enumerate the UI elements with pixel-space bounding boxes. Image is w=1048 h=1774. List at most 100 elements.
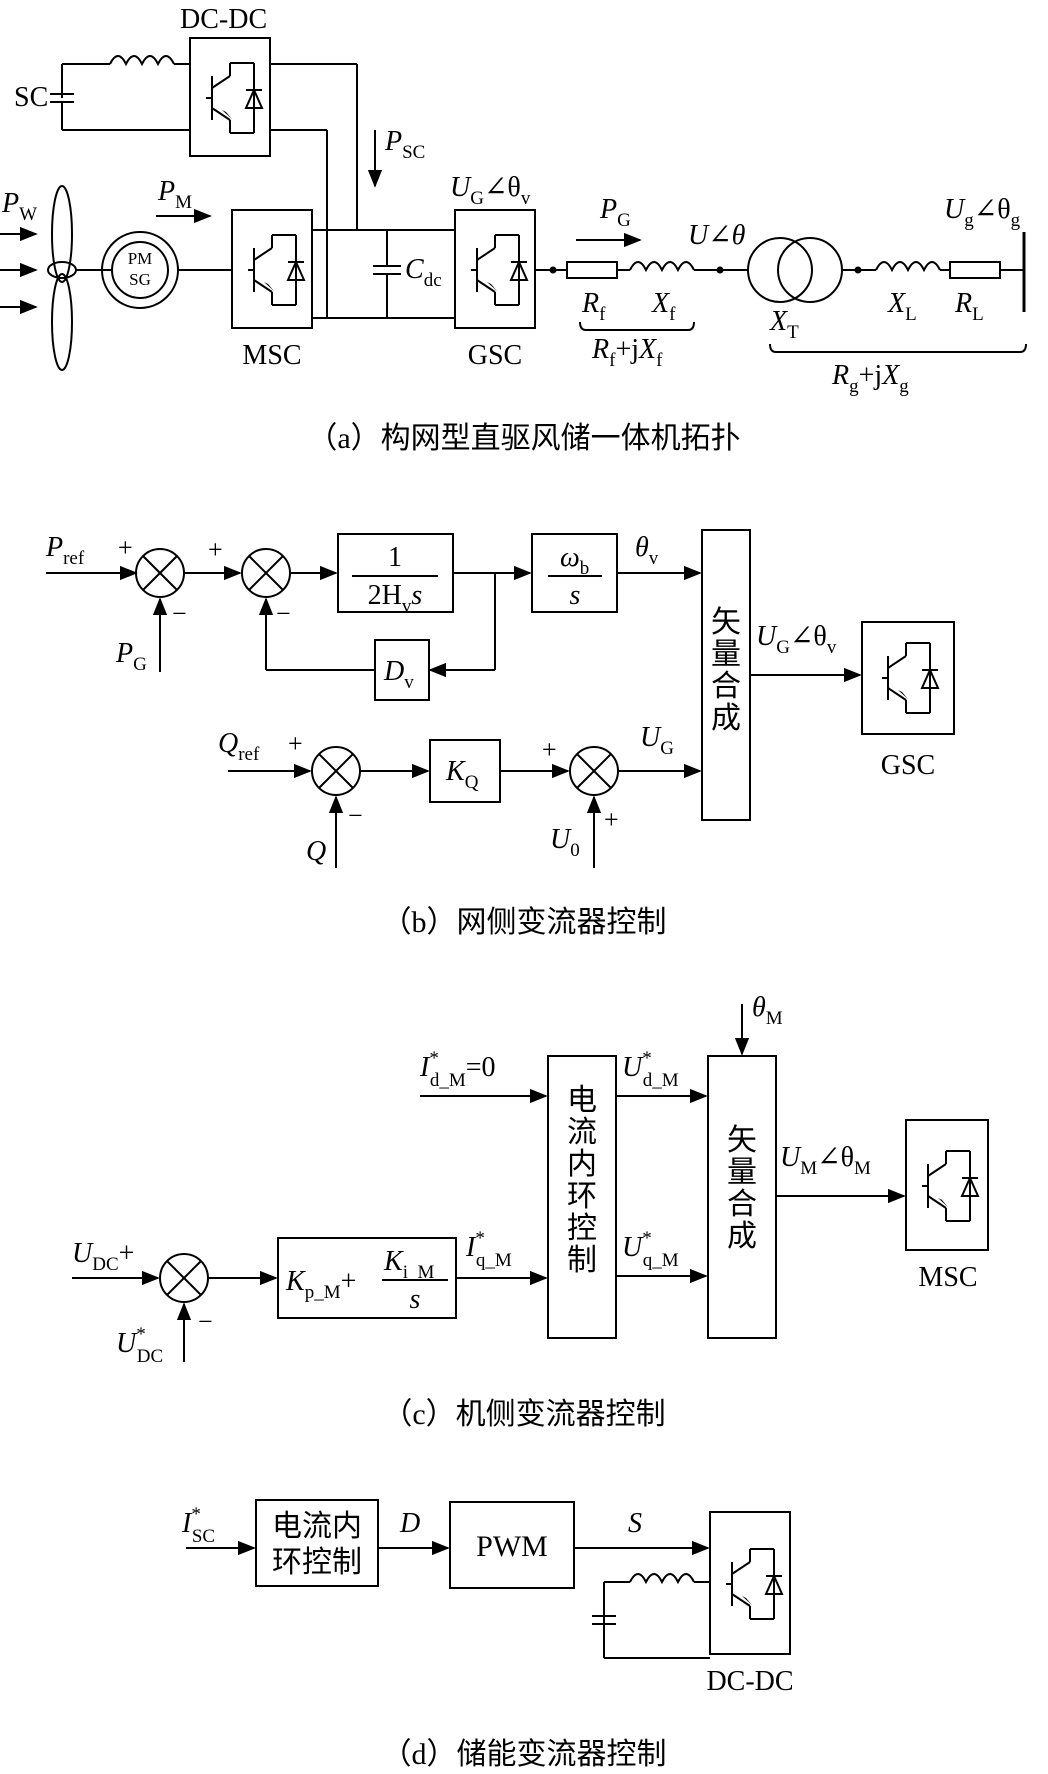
- iq-ref-label: I*q_M: [465, 1228, 512, 1271]
- p-g-label: PG: [599, 194, 631, 231]
- isc-ref-label: I*SC: [181, 1504, 215, 1547]
- svg-text:矢: 矢: [711, 606, 741, 639]
- resistor-rf: [566, 261, 618, 279]
- xl-label: XL: [887, 288, 917, 325]
- svg-text:s: s: [570, 580, 581, 611]
- ug-label: UG: [640, 722, 674, 759]
- svg-text:Ki_M: Ki_M: [383, 1246, 434, 1283]
- msc-label: MSC: [918, 1262, 977, 1293]
- id-ref-label: I*d_M=0: [419, 1048, 496, 1091]
- svg-text:量: 量: [727, 1156, 757, 1189]
- inductor-icon: [875, 261, 941, 273]
- inductor-icon: [629, 261, 695, 273]
- qref-label: Qref: [218, 728, 260, 765]
- svg-text:合: 合: [727, 1188, 757, 1221]
- current-loop-block: [547, 1055, 617, 1339]
- fig-d-storage-control: I*SC 电流内 环控制 D PWM S DC-DC （d）储能变流器控制: [181, 1499, 794, 1771]
- dv-label: Dv: [383, 656, 414, 693]
- udc-ref-label: U*DC: [116, 1324, 163, 1367]
- svg-text:+: +: [288, 729, 303, 758]
- svg-text:控: 控: [567, 1212, 597, 1245]
- theta-v-label: θv: [635, 532, 659, 569]
- svg-text:−: −: [348, 801, 363, 830]
- svg-text:−: −: [198, 1307, 213, 1336]
- gsc-label: GSC: [468, 340, 522, 371]
- svg-text:+: +: [604, 805, 619, 834]
- svg-text:矢: 矢: [727, 1124, 757, 1157]
- inertia-block: [337, 533, 454, 613]
- svg-text:PWM: PWM: [476, 1530, 548, 1563]
- svg-text:SG: SG: [129, 270, 151, 289]
- ug-theta-g-label: Ug∠θg: [944, 194, 1021, 231]
- rl-label: RL: [954, 288, 984, 325]
- ug-theta-out-label: UG∠θv: [756, 621, 837, 658]
- pref-label: Pref: [45, 532, 85, 569]
- caption-a: （a）构网型直驱风储一体机拓扑: [307, 422, 740, 455]
- duty-d-label: D: [399, 1508, 420, 1539]
- rf-jxf-label: Rf+jXf: [591, 334, 663, 371]
- svg-text:流: 流: [567, 1116, 597, 1149]
- summing-junction-icon: [159, 1253, 209, 1303]
- vector-synthesis-block: [707, 1055, 777, 1339]
- summing-junction-icon: [241, 548, 291, 598]
- svg-text:Kp_M+: Kp_M+: [285, 1266, 356, 1303]
- switch-s-label: S: [628, 1508, 642, 1539]
- p-w-label: PW: [1, 188, 37, 225]
- svg-text:ωb: ωb: [560, 542, 589, 579]
- p-sc-label: PSC: [384, 126, 425, 163]
- dcdc-label: DC-DC: [706, 1666, 793, 1697]
- pi-controller-block: [277, 1237, 457, 1319]
- svg-text:+: +: [208, 535, 223, 564]
- udc-label: UDC+: [72, 1238, 134, 1275]
- svg-text:成: 成: [727, 1220, 757, 1253]
- svg-text:−: −: [172, 599, 187, 628]
- svg-text:+: +: [542, 735, 557, 764]
- msc-label: MSC: [242, 340, 301, 371]
- svg-text:电: 电: [567, 1084, 597, 1117]
- gsc-converter-box: [861, 621, 955, 735]
- svg-text:成: 成: [711, 702, 741, 735]
- rg-jxg-label: Rg+jXg: [831, 360, 909, 397]
- summing-junction-icon: [135, 548, 185, 598]
- ug-theta-v-label: UG∠θv: [450, 172, 531, 209]
- caption-b: （b）网侧变流器控制: [382, 906, 667, 939]
- sc-label: SC: [14, 82, 48, 113]
- fig-c-msc-control: θM I*d_M=0 电 流 内 环 控 制 U*d_M U*q_M 矢 量 合…: [72, 992, 989, 1431]
- theta-m-label: θM: [752, 992, 783, 1029]
- svg-text:制: 制: [567, 1244, 597, 1277]
- caption-c: （c）机侧变流器控制: [382, 1398, 665, 1431]
- svg-text:+: +: [118, 533, 133, 562]
- svg-text:环控制: 环控制: [272, 1546, 362, 1579]
- wind-turbine-icon: [47, 185, 112, 371]
- kq-block: [429, 739, 501, 803]
- q-feedback-label: Q: [306, 836, 326, 867]
- dcdc-label: DC-DC: [180, 4, 267, 35]
- transformer-icon: [747, 237, 843, 303]
- p-m-label: PM: [157, 176, 192, 213]
- omega-block: [531, 533, 618, 613]
- current-loop-block: [255, 1499, 379, 1587]
- rf-label: Rf: [581, 288, 606, 325]
- fig-b-gsc-control: Pref + PG − + − 1 2Hvs Dv ωb: [45, 529, 955, 939]
- svg-text:电流内: 电流内: [272, 1510, 362, 1543]
- xt-label: XT: [769, 306, 799, 343]
- svg-text:1: 1: [388, 542, 402, 573]
- resistor-rl: [949, 261, 1001, 279]
- summing-junction-icon: [569, 746, 619, 796]
- summing-junction-icon: [311, 746, 361, 796]
- svg-text:KQ: KQ: [445, 756, 479, 793]
- cdc-label: Cdc: [405, 254, 442, 291]
- inductor-icon: [109, 55, 175, 67]
- msc-converter-box: [905, 1119, 989, 1251]
- inductor-icon: [629, 1573, 695, 1585]
- uq-ref-label: U*q_M: [622, 1228, 679, 1271]
- svg-text:2Hvs: 2Hvs: [368, 580, 423, 617]
- fig-a-topology: DC-DC SC PSC PW: [0, 4, 1027, 455]
- gsc-label: GSC: [881, 750, 935, 781]
- pmsg-generator-icon: PM SG: [101, 231, 179, 309]
- svg-text:−: −: [276, 599, 291, 628]
- um-theta-label: UM∠θM: [780, 1142, 871, 1179]
- pwm-block: [449, 1501, 575, 1589]
- ud-ref-label: U*d_M: [622, 1048, 679, 1091]
